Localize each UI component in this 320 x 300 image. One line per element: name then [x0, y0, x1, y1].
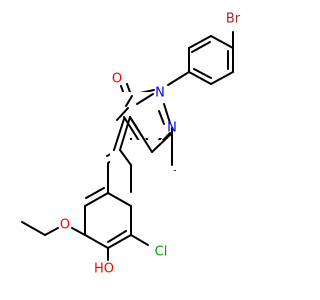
- bond: [21, 221, 46, 236]
- bond: [158, 110, 165, 125]
- bond: [119, 149, 132, 166]
- bond: [107, 230, 127, 243]
- bond: [71, 227, 86, 236]
- background-patch: [110, 140, 176, 170]
- bond: [188, 35, 212, 49]
- n1-atom-label: N: [155, 86, 165, 101]
- bond: [84, 192, 109, 207]
- n2-atom-label: N: [167, 121, 177, 136]
- bond: [193, 68, 212, 79]
- bond: [136, 93, 154, 105]
- bond: [84, 234, 109, 249]
- bond: [107, 192, 132, 207]
- bond: [210, 35, 234, 49]
- atom-labels: Br O N N O Cl HO: [60, 12, 241, 277]
- bond: [129, 116, 153, 153]
- chlorine-atom-label: Cl: [155, 245, 168, 260]
- bond: [163, 103, 171, 124]
- bond: [107, 234, 132, 249]
- chemical-structure-diagram: Br O N N O Cl HO: [21, 12, 241, 277]
- hydroxyl-label: HO: [94, 262, 114, 277]
- bond: [44, 227, 59, 236]
- bromine-atom-label: Br: [226, 12, 241, 27]
- bond: [119, 116, 131, 151]
- bond: [113, 118, 125, 151]
- bond: [167, 71, 190, 86]
- bond: [151, 132, 173, 153]
- bond: [130, 234, 149, 246]
- bond: [125, 95, 133, 107]
- bond: [210, 71, 234, 85]
- linkage-bonds: [113, 116, 173, 193]
- bond: [188, 71, 212, 85]
- bond: [85, 187, 105, 199]
- bond: [116, 107, 129, 121]
- ether-oxygen-label: O: [60, 218, 70, 233]
- bond: [191, 41, 211, 53]
- carbonyl-oxygen-label: O: [112, 72, 122, 87]
